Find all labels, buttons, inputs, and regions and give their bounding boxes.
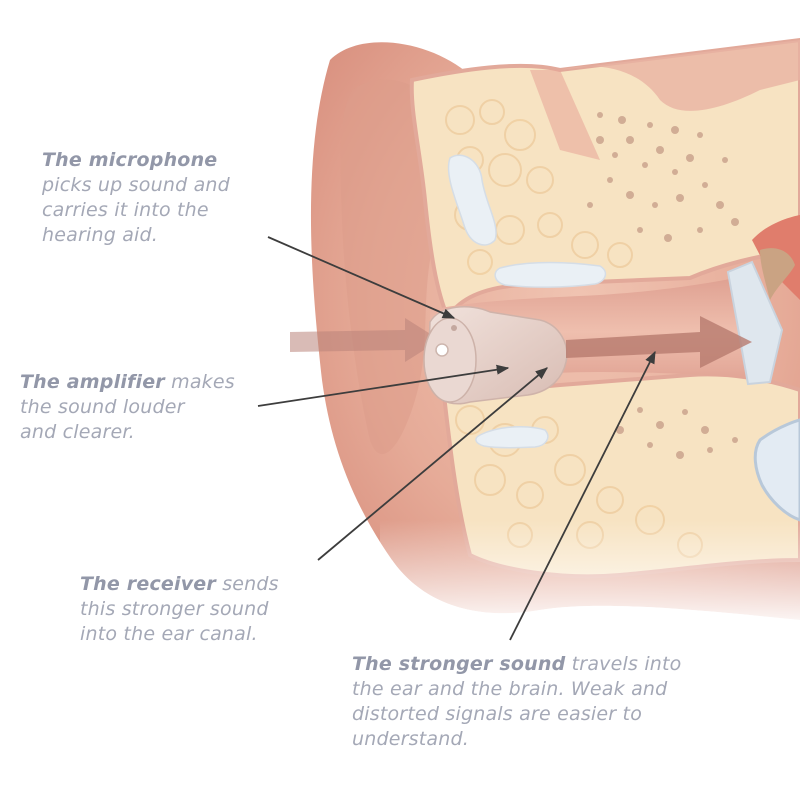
microphone-callout: The microphone picks up sound and carrie… [42,148,292,248]
stronger-sound-leader-line [509,350,656,641]
incoming-sound-arrow [290,318,440,362]
hearing-aid-device [423,306,568,405]
receiver-callout: The receiver sends this stronger sound i… [80,572,330,647]
receiver-line3: into the ear canal. [80,623,258,645]
stronger-sound-line4: understand. [352,728,469,750]
microphone-line3: hearing aid. [42,224,159,246]
microphone-line2: carries it into the [42,199,209,221]
stronger-sound-line2: the ear and the brain. Weak and [352,678,668,700]
amplifier-line3: and clearer. [20,421,135,443]
receiver-leader-line [317,367,548,561]
receiver-term: The receiver [80,573,216,595]
receiver-line1-rest: sends [215,573,279,595]
microphone-leader-line [267,236,456,319]
amplifier-leader-line [257,364,510,407]
microphone-line1: picks up sound and [42,174,230,196]
amplifier-callout: The amplifier makes the sound louder and… [20,370,280,445]
cartilage [447,154,607,449]
auditory-nerve-canal [753,418,800,522]
amplifier-line1-rest: makes [164,371,235,393]
receiver-line2: this stronger sound [80,598,269,620]
stronger-sound-term: The stronger sound [352,653,566,675]
stronger-sound-line3: distorted signals are easier to [352,703,643,725]
temporal-bone [409,37,800,579]
leader-lines [257,236,656,641]
eardrum [726,215,800,386]
microphone-term: The microphone [42,149,218,171]
amplifier-line2: the sound louder [20,396,185,418]
stronger-sound-callout: The stronger sound travels into the ear … [352,652,772,752]
stronger-sound-line1-rest: travels into [565,653,682,675]
amplifier-term: The amplifier [20,371,165,393]
amplified-sound-arrow [566,316,752,368]
